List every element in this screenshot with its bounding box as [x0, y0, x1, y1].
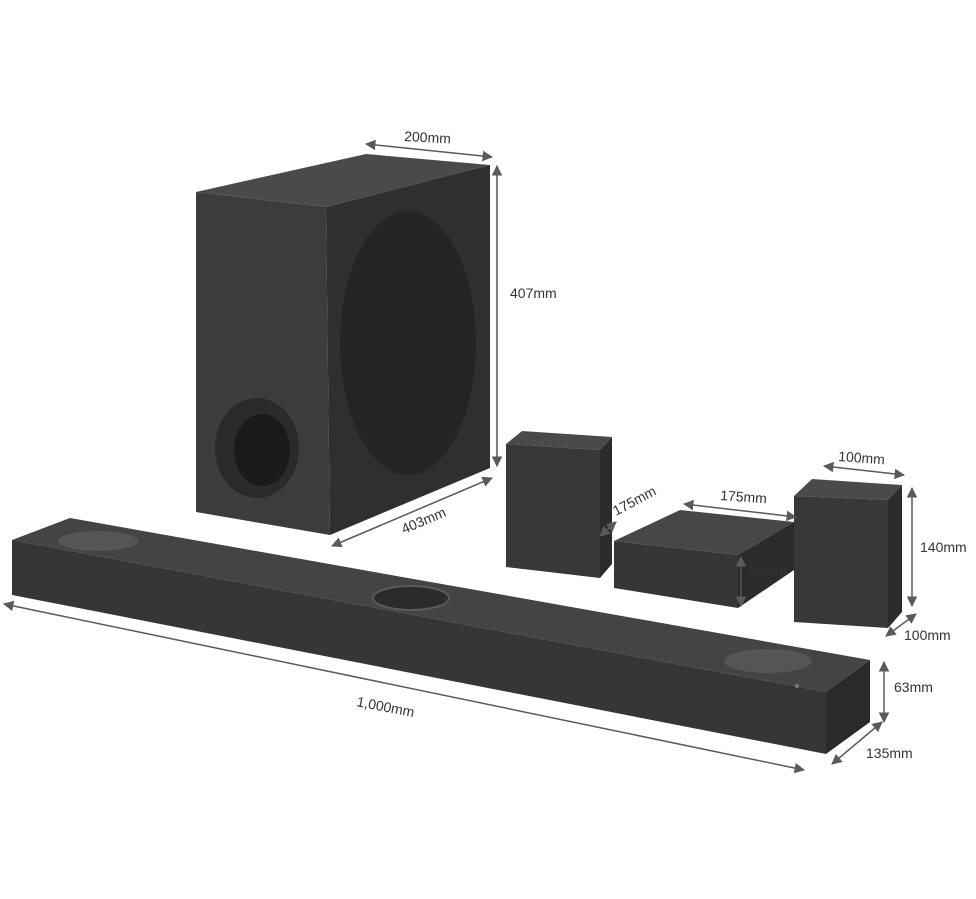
subwoofer-height-label: 407mm	[510, 285, 557, 301]
rear-speaker-right-height-label: 140mm	[920, 539, 967, 555]
subwoofer-depth-line	[331, 476, 493, 548]
wireless-receiver-top	[614, 510, 794, 555]
rear-speaker-left-depth-line	[599, 521, 617, 537]
soundbar-width-line	[2, 600, 806, 774]
soundbar-width-label: 1,000mm	[355, 693, 415, 720]
soundbar-depth-line	[831, 721, 883, 765]
subwoofer	[196, 154, 490, 535]
rear-speaker-right-depth-line	[885, 613, 917, 637]
wireless-receiver-height-label: 60mm	[748, 562, 787, 578]
rear-speaker-right	[794, 479, 902, 628]
subwoofer-port-inner	[234, 414, 290, 486]
wireless-receiver-width-label: 175mm	[720, 487, 768, 506]
rear-speaker-right-front	[794, 496, 888, 628]
rear-speaker-right-width-label: 100mm	[838, 448, 886, 467]
rear-speaker-left-depth-label: 175mm	[610, 483, 659, 519]
rear-speaker-left-side	[600, 437, 612, 578]
soundbar-status-led	[795, 684, 799, 688]
wireless-receiver	[614, 510, 794, 608]
soundbar-depth-label: 135mm	[866, 745, 913, 761]
subwoofer-depth-label: 403mm	[399, 504, 448, 537]
soundbar-speaker-left	[58, 531, 138, 551]
subwoofer-width-label: 200mm	[404, 128, 451, 146]
wireless-receiver-side	[738, 522, 794, 608]
subwoofer-driver-cone	[340, 211, 476, 475]
subwoofer-top	[196, 154, 490, 207]
soundbar-control-dial	[372, 585, 450, 611]
wireless-receiver-width-line	[682, 499, 798, 522]
soundbar-speaker-right	[724, 649, 812, 673]
soundbar-height-label: 63mm	[894, 679, 933, 695]
subwoofer-width-line	[364, 139, 494, 162]
rear-speaker-left	[506, 431, 612, 578]
rear-speaker-left-top	[506, 431, 612, 450]
rear-speaker-right-depth-label: 100mm	[904, 627, 951, 643]
rear-speaker-left-front	[506, 444, 600, 578]
rear-speaker-right-side	[888, 485, 902, 628]
wireless-receiver-front	[614, 541, 738, 608]
rear-speaker-right-top	[794, 479, 902, 500]
rear-speaker-right-width-line	[822, 461, 906, 480]
